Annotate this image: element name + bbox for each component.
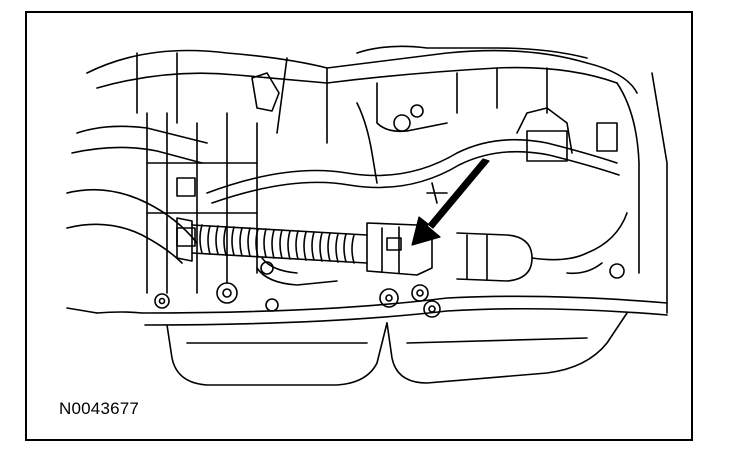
figure-id-label: N0043677 (59, 399, 140, 418)
lower-hose (256, 257, 338, 286)
wiring-harness (206, 102, 620, 204)
callout-arrow (411, 158, 490, 246)
upper-engine-block (86, 45, 668, 314)
illustration-frame: N0043677 (25, 11, 693, 441)
engine-line-drawing (66, 45, 668, 386)
upper-sensors (251, 72, 448, 204)
corrugated-conduit (176, 217, 368, 264)
oil-pan (66, 295, 668, 386)
left-coolant-hose (66, 125, 208, 264)
sensor-housing (456, 212, 628, 282)
